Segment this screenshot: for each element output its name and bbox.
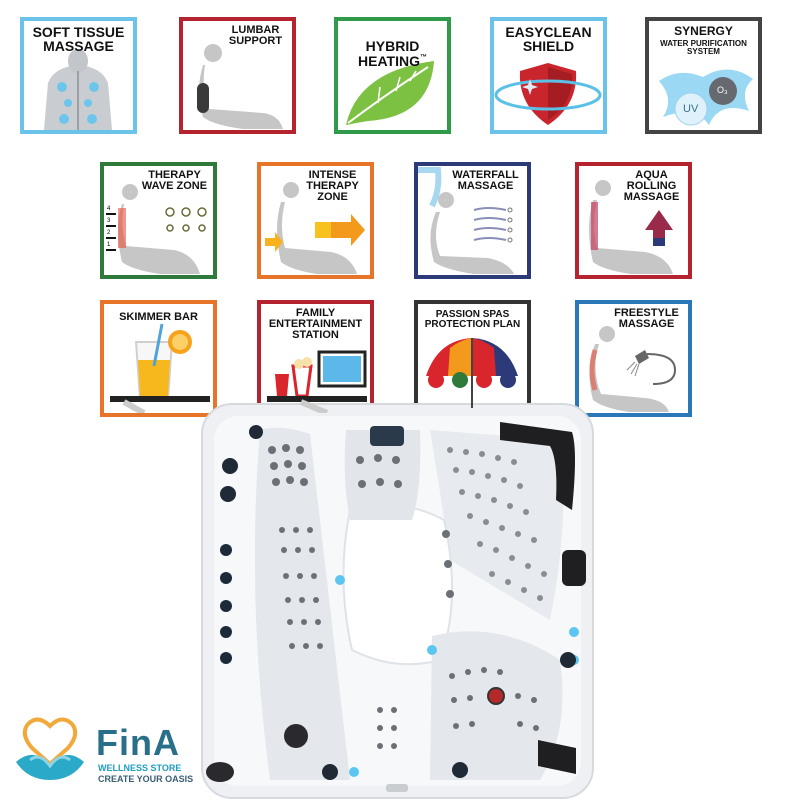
logo-name: FinA: [96, 722, 180, 763]
logo-tagline-store: WELLNESS STORE: [98, 763, 182, 773]
tile-label: WATERFALL MASSAGE: [452, 169, 519, 193]
headrest: [500, 422, 575, 510]
tile-easyclean-shield: EASYCLEAN SHIELD: [490, 17, 607, 134]
tile-label: FREESTYLE MASSAGE: [614, 307, 679, 331]
wave-level-2: 2: [107, 230, 111, 236]
tile-therapy-wave-zone: THERAPY WAVE ZONE 4 3 2 1: [100, 162, 217, 279]
corner-seat-top: [430, 430, 564, 620]
wave-level-4: 4: [107, 206, 111, 212]
corner-cup-holder: [206, 762, 234, 782]
tile-label: LUMBAR SUPPORT: [228, 24, 283, 48]
store-logo: FinA WELLNESS STORE CREATE YOUR OASIS: [8, 716, 208, 786]
tile-label: SKIMMER BAR: [119, 311, 198, 323]
lounger-seat: [254, 427, 350, 780]
control-panel: [386, 784, 408, 792]
freestyle-massage-icon: [589, 326, 677, 412]
drain-cover: [284, 724, 308, 748]
shield-icon: [494, 63, 602, 125]
wave-level-3: 3: [107, 218, 111, 224]
tile-label: FAMILY ENTERTAINMENT STATION: [268, 307, 363, 342]
leaf-icon: [346, 61, 434, 125]
pillow-bottom: [538, 740, 576, 774]
tile-waterfall-massage: WATERFALL MASSAGE: [414, 162, 531, 279]
tile-label: AQUA ROLLING MASSAGE: [623, 169, 680, 204]
tile-passion-spas-protection-plan: PASSION SPAS PROTECTION PLAN: [414, 300, 531, 417]
waterfall-spout: [370, 426, 404, 446]
waterfall-icon: [418, 167, 514, 274]
aqua-rolling-icon: [589, 180, 673, 274]
tile-label: SOFT TISSUE MASSAGE: [32, 24, 125, 55]
lotus-heart-icon: [16, 717, 84, 780]
bottom-seat-jets: [377, 667, 539, 749]
lounger-jets: [268, 444, 323, 649]
tile-label: INTENSE THERAPY ZONE: [306, 169, 359, 204]
tile-sublabel: WATER PURIFICATION SYSTEM: [660, 39, 747, 57]
water-splash-icon: [659, 69, 753, 126]
tile-aqua-rolling-massage: AQUA ROLLING MASSAGE: [575, 162, 692, 279]
star-knobs: [220, 425, 576, 780]
tile-family-entertainment-station: FAMILY ENTERTAINMENT STATION: [257, 300, 374, 417]
entertainment-icon: [267, 350, 367, 413]
tile-intense-therapy-zone: INTENSE THERAPY ZONE: [257, 162, 374, 279]
center-seat-jets: [356, 454, 454, 598]
tile-label: HYBRID HEATING™: [342, 25, 443, 68]
drink-glass-icon: [110, 323, 210, 413]
umbrella-icon: [426, 338, 518, 408]
trademark-mark: ™: [419, 53, 427, 61]
logo-tagline-oasis: CREATE YOUR OASIS: [98, 774, 194, 784]
wave-level-1: 1: [107, 242, 111, 248]
tile-skimmer-bar: SKIMMER BAR: [100, 300, 217, 417]
tile-label: SYNERGY: [674, 24, 733, 38]
uv-label: UV: [683, 103, 699, 115]
tile-label: PASSION SPAS PROTECTION PLAN: [424, 309, 521, 331]
hot-tub-top-view: [201, 403, 594, 799]
lumbar-support-icon: [197, 44, 283, 129]
tile-label: EASYCLEAN SHIELD: [505, 24, 592, 55]
corner-seat-bottom: [430, 631, 563, 780]
side-lights: [220, 544, 232, 664]
tile-soft-tissue-massage: SOFT TISSUE MASSAGE: [20, 17, 137, 134]
back-massage-icon: [44, 49, 112, 130]
intense-therapy-icon: [265, 182, 365, 274]
tile-label-text: HYBRID HEATING: [358, 38, 420, 69]
corner-seat-jets: [447, 447, 547, 601]
tile-label: THERAPY WAVE ZONE: [141, 169, 208, 193]
tile-hybrid-heating: HYBRID HEATING™: [334, 17, 451, 134]
control-jet-red: [487, 687, 505, 705]
side-pillow: [562, 550, 586, 586]
center-seat-top: [344, 430, 421, 520]
therapy-wave-icon: [106, 184, 207, 274]
tile-freestyle-massage: FREESTYLE MASSAGE: [575, 300, 692, 417]
tile-lumbar-support: LUMBAR SUPPORT: [179, 17, 296, 134]
tile-synergy-water-purification: SYNERGY WATER PURIFICATION SYSTEM O₃ UV: [645, 17, 762, 134]
ozone-label: O₃: [717, 85, 728, 95]
